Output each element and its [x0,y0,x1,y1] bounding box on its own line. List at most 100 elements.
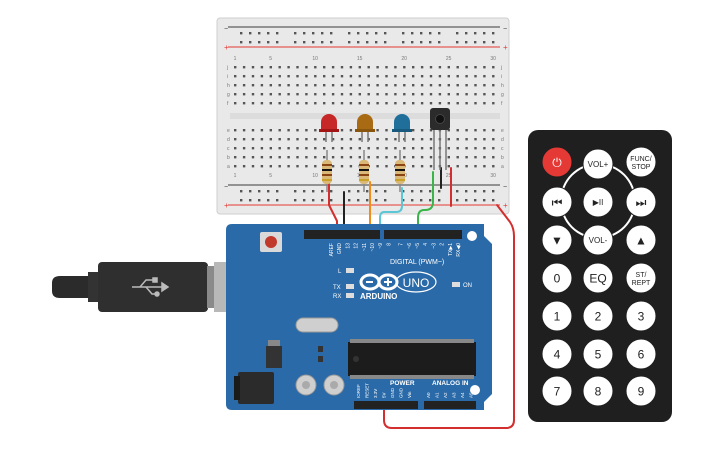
remote-button-label: 2 [595,309,602,323]
pin-label: A4 [460,392,465,398]
remote-button-eq[interactable]: EQ [582,262,614,294]
remote-button-0[interactable]: 0 [541,262,573,294]
row-letter: c [501,146,504,152]
svg-text:RX: RX [333,294,341,300]
remote-button-5[interactable]: 5 [582,338,614,370]
remote-button-label: 3 [638,309,645,323]
column-number: 10 [312,56,318,62]
yellow-led[interactable] [355,114,375,142]
pin-label: ~9 [378,243,384,249]
remote-button-power[interactable]: ⏻ [541,146,573,178]
pin-label: A5 [469,392,474,398]
pin-label: A2 [443,392,448,398]
pin-label: 13 [345,243,351,249]
power-led: ON [452,282,472,289]
ir-remote[interactable]: ⏻ VOL+ FUNC/STOP ⏮ ▶II ⏭ ▼ VOL- ▲ 0 EQ ST/REPT 1 2 3 4 5… [528,130,672,422]
remote-button-label: EQ [589,271,606,285]
row-letter: e [501,128,504,134]
remote-button-prev[interactable]: ⏮ [541,186,573,218]
remote-button-vol-minus[interactable]: VOL- [582,224,614,256]
digital-header[interactable] [304,230,462,239]
breadboard-holes [234,32,495,202]
remote-button-label: ▶II [593,198,604,207]
row-letter: e [227,128,230,134]
resistor-1[interactable] [322,150,332,192]
remote-button-6[interactable]: 6 [625,338,657,370]
row-letter: d [501,137,504,143]
column-number: 5 [269,173,272,179]
remote-button-label: VOL- [589,236,608,245]
remote-button-up[interactable]: ▲ [625,224,657,256]
remote-button-2[interactable]: 2 [582,300,614,332]
row-letter: i [501,74,502,80]
row-letter: f [227,101,229,107]
row-letter: h [501,83,504,89]
resistor-3[interactable] [395,150,405,192]
pin-label: GND [390,387,395,398]
remote-button-7[interactable]: 7 [541,375,573,407]
row-letter: f [501,101,503,107]
row-letter: j [500,65,502,71]
red-led[interactable] [319,114,339,142]
svg-text:+: + [503,201,508,210]
remote-button-func-stop[interactable]: FUNC/STOP [625,146,657,178]
pin-label: A3 [452,392,457,398]
remote-button-label: 0 [554,271,561,285]
svg-text:+: + [224,201,229,210]
microcontroller-chip [348,339,476,379]
row-letter: b [227,155,230,161]
row-letter: c [227,146,230,152]
power-header[interactable] [354,401,418,409]
pin-label: A0 [426,392,431,398]
column-number: 10 [312,173,318,179]
power-jack[interactable] [234,372,274,404]
pin-label: IOREF [356,384,361,398]
column-number: 5 [269,56,272,62]
remote-button-label: 6 [638,347,645,361]
power-wire [383,204,515,429]
column-number: 25 [446,56,452,62]
row-letter: h [227,83,230,89]
remote-button-next[interactable]: ⏭ [625,186,657,218]
svg-text:ARDUINO: ARDUINO [360,292,397,301]
remote-button-label: 1 [554,309,561,323]
remote-button-label: VOL+ [588,160,609,169]
analog-header[interactable] [424,401,476,409]
pin-label: 8 [386,243,392,246]
pin-label: TX▶1 [448,243,454,256]
column-number: 1 [234,56,237,62]
row-letter: a [227,164,230,170]
remote-button-st-rept[interactable]: ST/REPT [625,262,657,294]
remote-button-label: REPT [632,280,651,287]
column-number: 20 [401,56,407,62]
digital-label: DIGITAL (PWM~) [390,259,444,266]
remote-button-label: ⏭ [636,195,647,209]
pin-label: A1 [435,392,440,398]
remote-button-label: ST/ [636,272,647,279]
remote-button-label: ⏻ [552,155,562,169]
remote-button-3[interactable]: 3 [625,300,657,332]
pin-label: 7 [399,243,405,246]
reset-button[interactable] [260,232,282,252]
ir-receiver[interactable] [430,108,450,170]
remote-button-8[interactable]: 8 [582,375,614,407]
blue-led[interactable] [392,114,412,142]
remote-button-label: 5 [595,347,602,361]
remote-button-9[interactable]: 9 [625,375,657,407]
remote-button-down[interactable]: ▼ [541,224,573,256]
pin-label: GND [399,387,404,398]
remote-button-play-pause[interactable]: ▶II [582,186,614,218]
remote-button-vol-plus[interactable]: VOL+ [582,148,614,180]
remote-button-4[interactable]: 4 [541,338,573,370]
pin-label: ~6 [407,243,413,249]
pin-label: 2 [440,243,446,246]
remote-button-label: 9 [638,384,645,398]
column-number: 25 [446,173,452,179]
svg-text:−: − [503,26,507,33]
resistor-2[interactable] [359,150,369,192]
svg-text:−: − [503,184,507,191]
remote-button-1[interactable]: 1 [541,300,573,332]
